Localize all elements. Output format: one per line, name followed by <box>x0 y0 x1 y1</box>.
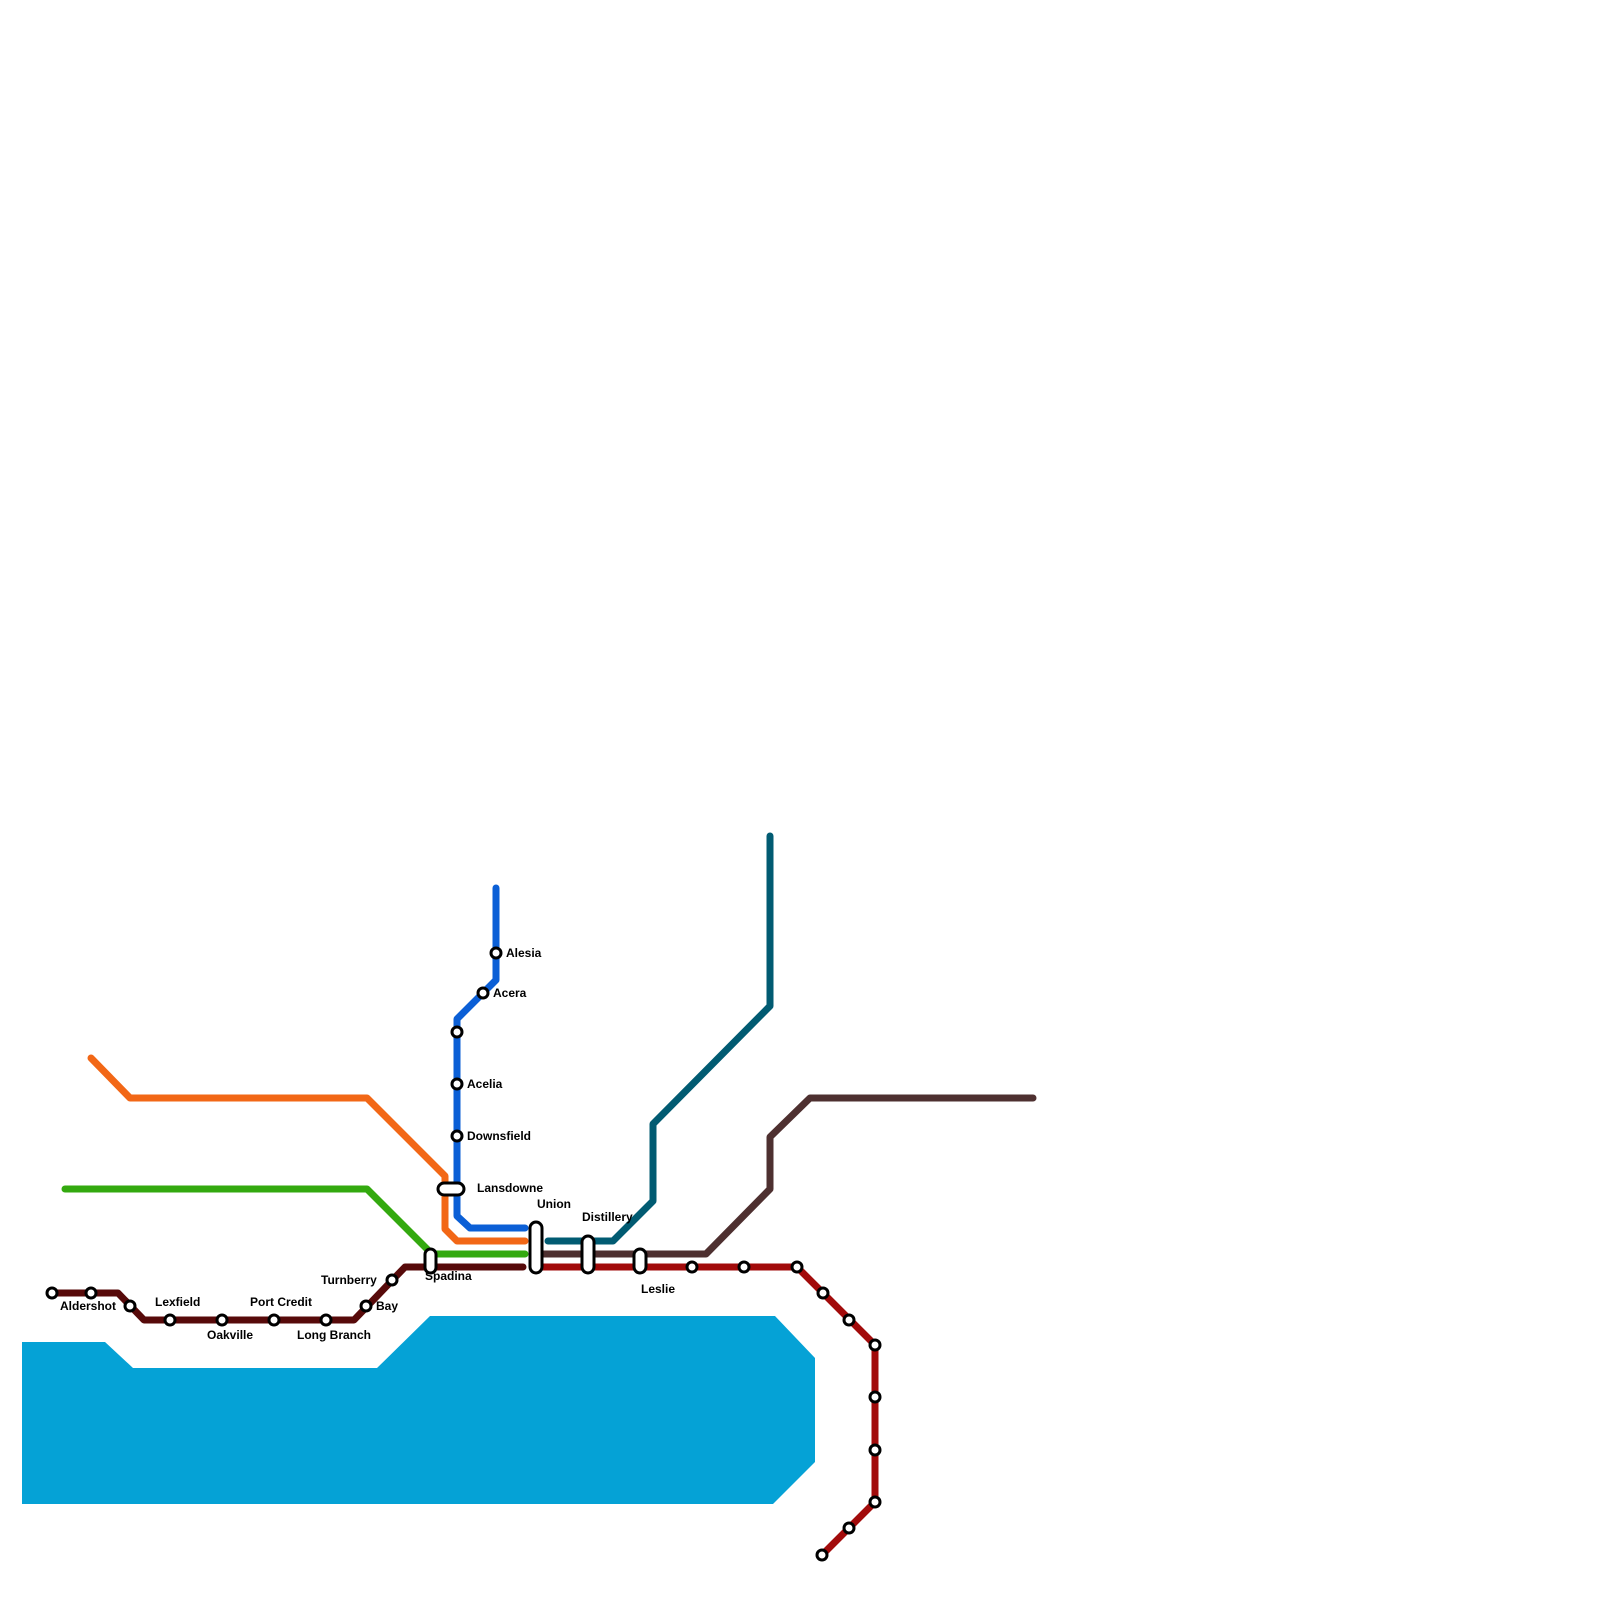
orange-line <box>87 1054 529 1245</box>
station-marker-acera[interactable] <box>476 986 490 1000</box>
interchange-leslie[interactable] <box>632 1247 648 1275</box>
station-marker-oakville[interactable] <box>215 1313 229 1327</box>
station-marker-port-credit[interactable] <box>267 1313 281 1327</box>
label-distillery: Distillery <box>582 1210 633 1224</box>
station-marker-turnberry[interactable] <box>385 1273 399 1287</box>
station-marker[interactable] <box>868 1443 882 1457</box>
station-marker[interactable] <box>868 1390 882 1404</box>
label-spadina: Spadina <box>425 1269 472 1283</box>
water-body <box>22 1316 815 1504</box>
station-marker-aldershot[interactable] <box>84 1286 98 1300</box>
station-marker-lexfield[interactable] <box>163 1313 177 1327</box>
label-bay: Bay <box>376 1299 398 1313</box>
brown-line <box>536 1094 1037 1258</box>
label-aldershot: Aldershot <box>60 1299 116 1313</box>
station-marker-downsfield[interactable] <box>450 1129 464 1143</box>
station-marker[interactable] <box>816 1286 830 1300</box>
station-marker-long-branch[interactable] <box>319 1313 333 1327</box>
label-oakville: Oakville <box>207 1328 253 1342</box>
interchange-lansdowne[interactable] <box>436 1181 466 1197</box>
teal-line <box>544 832 774 1245</box>
station-marker[interactable] <box>45 1286 59 1300</box>
station-marker-alesia[interactable] <box>489 946 503 960</box>
label-port-credit: Port Credit <box>250 1295 312 1309</box>
station-marker-bay[interactable] <box>359 1299 373 1313</box>
label-long-branch: Long Branch <box>297 1328 371 1342</box>
label-turnberry: Turnberry <box>321 1273 377 1287</box>
green-line <box>61 1185 529 1258</box>
station-marker[interactable] <box>685 1260 699 1274</box>
station-marker[interactable] <box>868 1338 882 1352</box>
interchange-distillery[interactable] <box>580 1234 596 1275</box>
station-marker[interactable] <box>815 1548 829 1562</box>
label-downsfield: Downsfield <box>467 1129 531 1143</box>
label-lexfield: Lexfield <box>155 1295 200 1309</box>
station-marker[interactable] <box>450 1025 464 1039</box>
label-union: Union <box>537 1197 571 1211</box>
station-marker[interactable] <box>842 1521 856 1535</box>
station-marker[interactable] <box>123 1299 137 1313</box>
station-marker-acelia[interactable] <box>450 1077 464 1091</box>
interchange-union[interactable] <box>528 1220 544 1275</box>
label-acera: Acera <box>493 986 527 1000</box>
label-acelia: Acelia <box>467 1077 503 1091</box>
label-leslie: Leslie <box>641 1282 675 1296</box>
station-marker[interactable] <box>842 1313 856 1327</box>
blue-line <box>453 884 529 1232</box>
interchange-spadina[interactable] <box>423 1247 438 1275</box>
label-alesia: Alesia <box>506 946 542 960</box>
station-marker[interactable] <box>790 1260 804 1274</box>
label-lansdowne: Lansdowne <box>477 1181 543 1195</box>
station-marker[interactable] <box>868 1495 882 1509</box>
station-marker[interactable] <box>737 1260 751 1274</box>
